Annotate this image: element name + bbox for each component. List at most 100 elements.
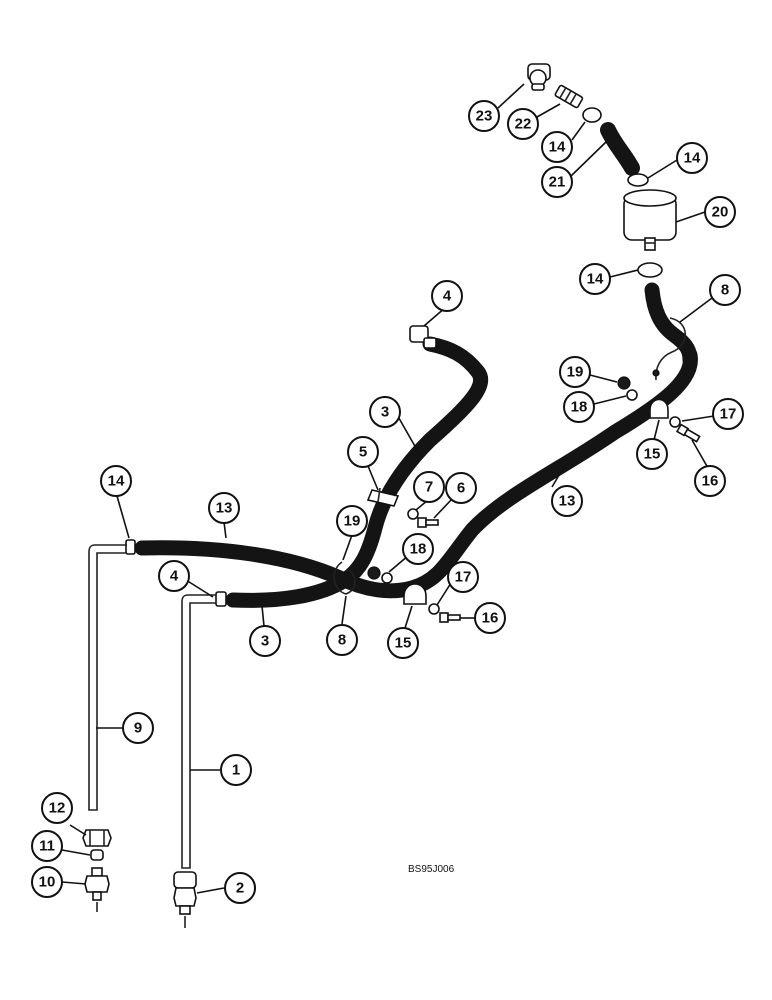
svg-text:21: 21 [549,174,566,191]
nut-19-right [617,376,631,390]
nut-12 [82,829,112,847]
callout-20: 20 [704,196,736,228]
svg-text:22: 22 [515,116,532,133]
svg-text:16: 16 [702,473,719,490]
svg-text:7: 7 [425,479,433,496]
fitting-4-lower [215,591,227,607]
callout-3-lower: 3 [249,625,281,657]
callout-13-right: 13 [551,485,583,517]
svg-text:20: 20 [712,204,729,221]
callout-14-clamp: 14 [676,142,708,174]
svg-text:10: 10 [39,874,56,891]
callout-14-left: 14 [100,465,132,497]
svg-text:17: 17 [455,569,472,586]
sleeve-11 [90,849,104,861]
svg-text:1: 1 [232,762,240,779]
callout-6: 6 [445,472,477,504]
svg-text:3: 3 [381,404,389,421]
svg-text:17: 17 [720,406,737,423]
callout-8-upper: 8 [709,274,741,306]
svg-text:9: 9 [134,720,142,737]
clip-8-upper-bolt [652,369,660,377]
lower-fittings [82,829,197,928]
hoses [134,282,698,608]
adapter-22 [554,84,584,109]
svg-text:18: 18 [410,541,427,558]
nut-19-center [367,566,381,580]
callout-5: 5 [347,436,379,468]
svg-text:13: 13 [216,500,233,517]
bracket-5 [366,487,400,507]
bolt-16-center [439,612,461,623]
callout-15-right: 15 [636,438,668,470]
clamp-15-center [403,583,427,605]
bolt-16-right [675,423,701,443]
hose-13 [134,347,698,599]
callout-1: 1 [220,754,252,786]
clamp-15-right [649,398,669,419]
fitting-10 [84,867,110,912]
callout-14-top: 14 [541,131,573,163]
svg-text:14: 14 [108,473,125,490]
svg-text:8: 8 [338,632,346,649]
callout-15-center: 15 [387,627,419,659]
fitting-14-lower [125,539,136,555]
top-fittings [527,63,687,381]
callout-18-right: 18 [563,391,595,423]
hose-clamp-14-top [582,107,602,123]
svg-text:14: 14 [549,139,566,156]
washer-17-right [669,416,681,428]
callout-14-filter-outlet: 14 [579,263,611,295]
callout-16-center: 16 [474,602,506,634]
svg-text:18: 18 [571,399,588,416]
svg-text:3: 3 [261,633,269,650]
tube-1 [181,594,216,869]
svg-text:4: 4 [443,288,452,305]
callout-19-center: 19 [336,505,368,537]
svg-text:12: 12 [49,800,66,817]
callout-23: 23 [468,100,500,132]
washer-18-right [626,389,638,401]
callout-4-lower: 4 [158,560,190,592]
callout-8-lower: 8 [326,624,358,656]
right-hardware [617,376,701,443]
washer-18-center [381,572,393,584]
svg-text:15: 15 [644,446,661,463]
callout-12: 12 [41,792,73,824]
washer-7 [407,508,419,520]
svg-text:14: 14 [587,271,604,288]
hose-3 [225,336,489,608]
callout-18-center: 18 [402,533,434,565]
svg-text:6: 6 [457,480,465,497]
callout-16-right: 16 [694,465,726,497]
leader-lines [61,83,715,894]
svg-text:13: 13 [559,493,576,510]
clip-8-lower [333,561,356,595]
callout-13-left: 13 [208,492,240,524]
tubes [88,544,216,869]
callout-2: 2 [224,872,256,904]
callout-4-top: 4 [431,280,463,312]
callout-22: 22 [507,108,539,140]
svg-text:14: 14 [684,150,701,167]
filter-20 [623,189,677,251]
svg-text:16: 16 [482,610,499,627]
callout-10: 10 [31,866,63,898]
svg-text:2: 2 [236,880,244,897]
elbow-fitting-23 [527,63,551,91]
svg-text:5: 5 [359,444,367,461]
hose-clamp-14-third [637,262,663,278]
callout-7: 7 [413,471,445,503]
callouts: 23 22 14 14 21 20 14 8 4 19 18 17 3 15 1… [31,100,744,904]
svg-text:23: 23 [476,108,493,125]
fitting-2 [173,871,197,928]
svg-text:11: 11 [39,838,55,855]
callout-9: 9 [122,712,154,744]
callout-11: 11 [31,830,63,862]
svg-text:4: 4 [170,568,179,585]
svg-text:15: 15 [395,635,412,652]
svg-text:19: 19 [567,364,584,381]
center-hardware [125,325,461,623]
callout-17-center: 17 [447,561,479,593]
